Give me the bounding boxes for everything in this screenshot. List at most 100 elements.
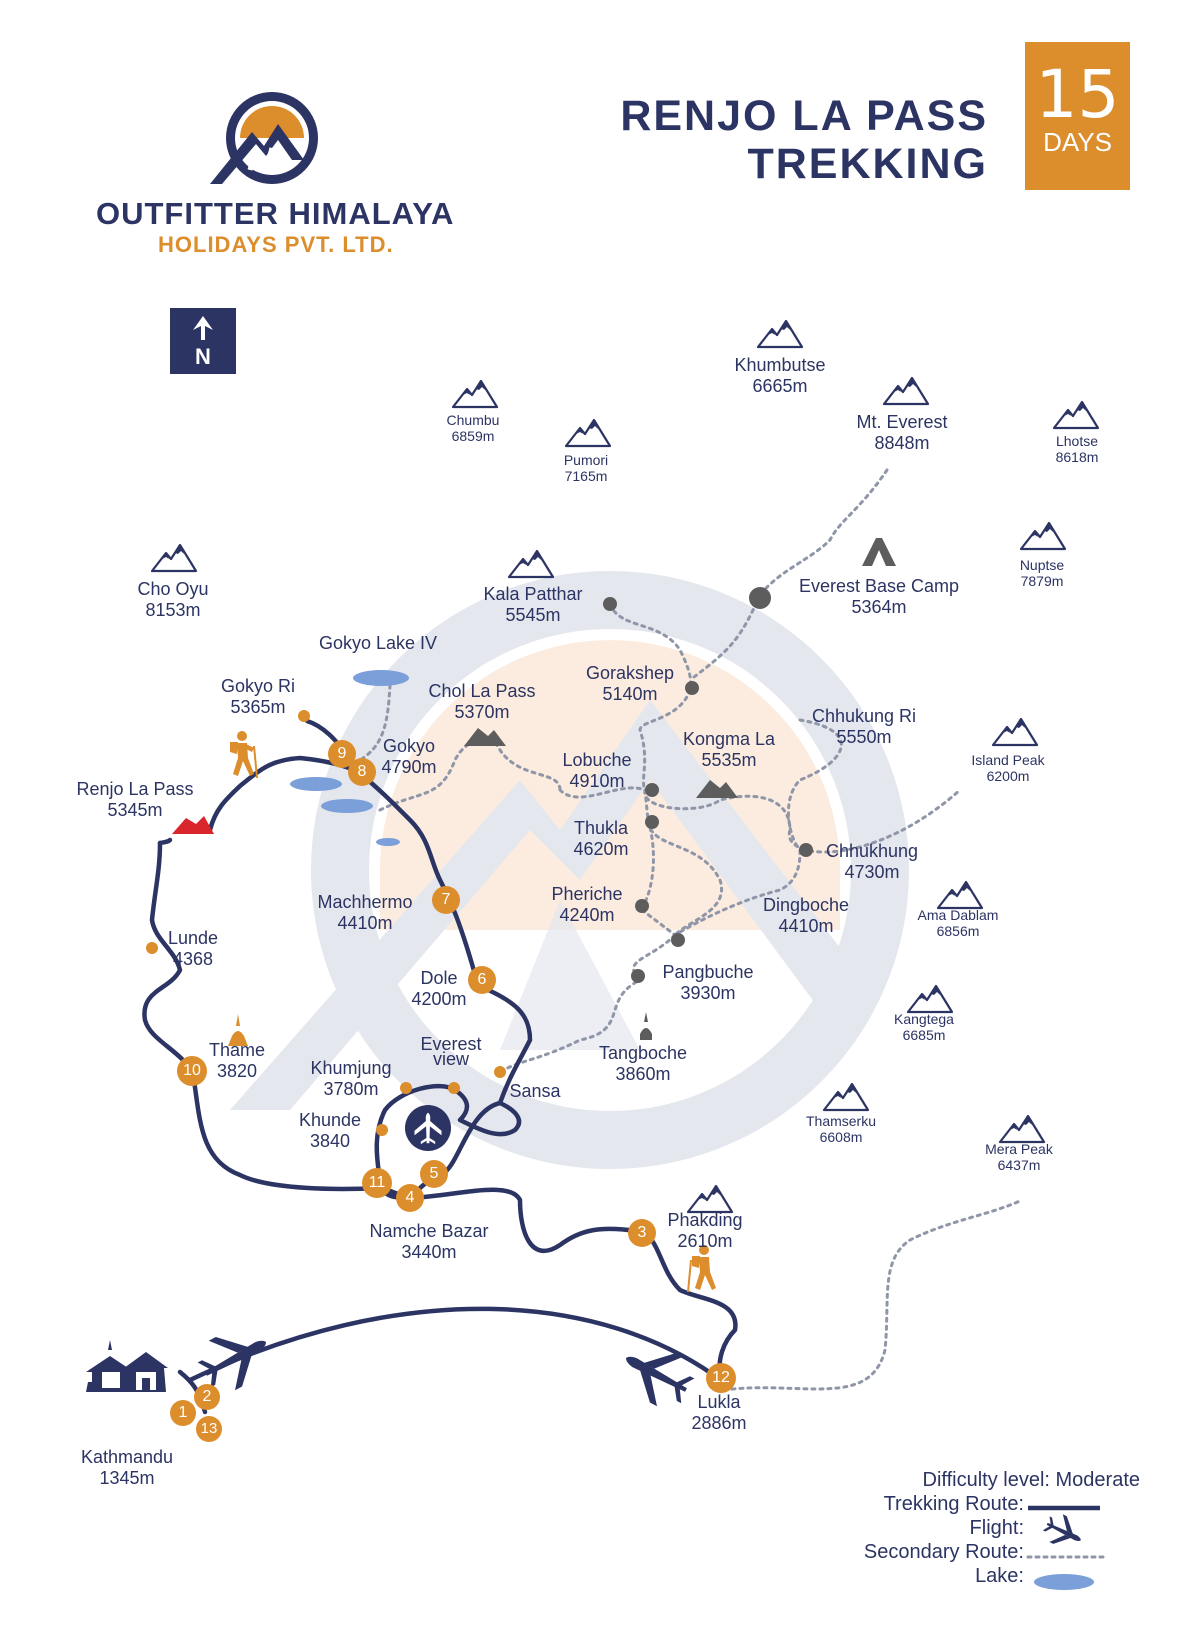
mountain-icon [1019, 521, 1067, 551]
north-label: N [195, 344, 211, 369]
hiker-icon [230, 731, 258, 778]
brand-logo [210, 92, 318, 184]
legend-secondary-route: Secondary Route: [863, 1541, 1024, 1563]
title-line-2: TREKKING [747, 140, 988, 188]
lake-icon [321, 799, 373, 813]
mountain-icon [150, 543, 198, 573]
renjo-pass-icon [172, 816, 214, 834]
legend-samples [1026, 1505, 1108, 1590]
plane-icon [625, 1353, 695, 1407]
lake-icon [353, 670, 409, 686]
mountain-icon [507, 549, 555, 579]
brand-subtitle: HOLIDAYS PVT. LTD. [158, 232, 394, 257]
stop-6: 6 [468, 966, 496, 994]
hiker-icon [687, 1245, 716, 1292]
chola-pass-icon [464, 728, 506, 746]
tent-icon [862, 538, 896, 566]
stop-12: 12 [706, 1363, 736, 1393]
legend: Difficulty level: Moderate Trekking Rout… [863, 1468, 1140, 1588]
stop-1: 1 [170, 1400, 196, 1426]
north-arrow: N [170, 308, 236, 374]
waypoint-dots [146, 587, 813, 1136]
place-sansa: Sansa [509, 1081, 561, 1101]
mountain-icon [991, 717, 1039, 747]
stop-5: 5 [420, 1160, 448, 1188]
stop-4: 4 [396, 1184, 424, 1212]
stop-2: 2 [194, 1384, 220, 1410]
mountain-icon [451, 379, 499, 409]
stop-11: 11 [362, 1168, 392, 1198]
stop-10: 10 [177, 1056, 207, 1086]
stop-7: 7 [432, 886, 460, 914]
brand-name: OUTFITTER HIMALAYA [96, 196, 455, 231]
mountain-icon [906, 984, 954, 1014]
stop-9: 9 [328, 740, 356, 768]
mountain-icon [936, 880, 984, 910]
legend-trekking-route: Trekking Route: [883, 1493, 1024, 1515]
stop-13: 13 [196, 1416, 222, 1442]
page-title: RENJO LA PASS TREKKING [620, 92, 988, 188]
lake-icon [290, 777, 342, 791]
temple-icon [86, 1340, 168, 1392]
mountain-icon [882, 376, 930, 406]
legend-flight: Flight: [969, 1517, 1024, 1539]
duration-number: 15 [1035, 56, 1120, 133]
lakes [290, 670, 409, 846]
duration-badge: 15 DAYS [1025, 42, 1130, 190]
mountain-icon [998, 1114, 1046, 1144]
stupa-icon [640, 1012, 652, 1040]
lake-icon [376, 838, 400, 846]
airport-plane-icon [414, 1112, 442, 1145]
title-line-1: RENJO LA PASS [620, 92, 988, 140]
thame-stupa-icon [228, 1014, 248, 1046]
mountain-icon [756, 319, 804, 349]
stop-3: 3 [628, 1219, 656, 1247]
place-gokyo-lake-iv: Gokyo Lake IV [318, 633, 438, 653]
plane-icon [197, 1337, 267, 1391]
legend-difficulty: Difficulty level: Moderate [922, 1469, 1141, 1491]
legend-lake: Lake: [975, 1565, 1024, 1587]
kongmala-pass-icon [696, 780, 738, 798]
mountain-icon [1052, 400, 1100, 430]
duration-unit: DAYS [1043, 127, 1112, 157]
